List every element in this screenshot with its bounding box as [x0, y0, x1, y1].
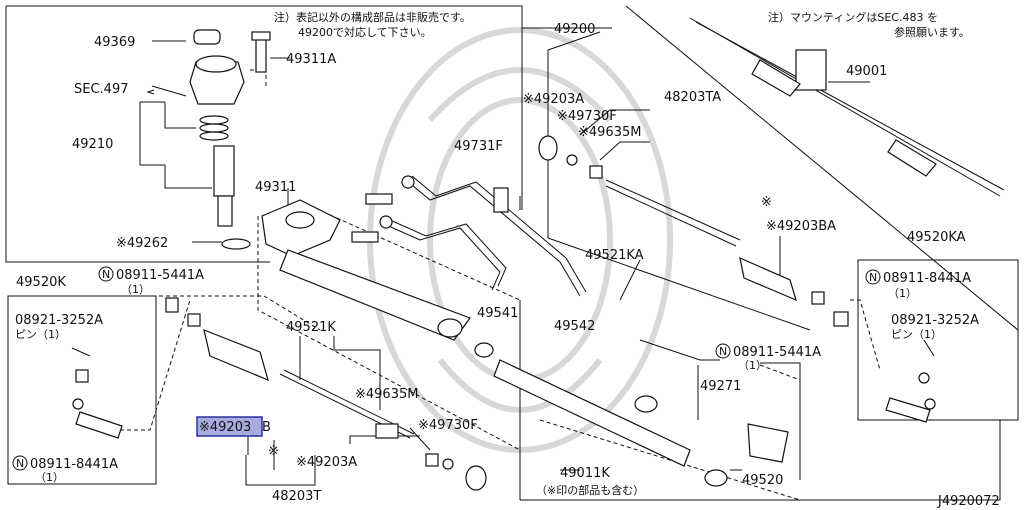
gear-housing — [261, 199, 471, 341]
feed-tubes — [351, 175, 587, 297]
label-49635m-bottom: ※49635M — [355, 387, 418, 402]
qty-08911-5441a-left: （1） — [121, 283, 150, 296]
label-49369: 49369 — [94, 35, 135, 50]
label-49271: 49271 — [700, 379, 741, 394]
label-49001: 49001 — [846, 64, 887, 79]
label-49731f: 49731F — [454, 139, 503, 154]
label-49730f-top: ※49730F — [557, 109, 617, 124]
diagram-code: J4920072 — [937, 494, 1000, 509]
note-top-center-1: 注）表記以外の構成部品は非販売です。 — [274, 10, 471, 24]
label-49203a-bottom: ※49203A — [296, 455, 357, 470]
lower-components — [165, 297, 789, 491]
qty-08911-8441a-left: （1） — [35, 471, 64, 484]
label-49521k: 49521K — [286, 320, 336, 335]
n-symbol-left-bottom: N — [16, 457, 24, 470]
asterisk-mid: ※ — [761, 195, 772, 210]
label-49262: ※49262 — [116, 236, 168, 251]
pinion-assembly — [146, 29, 271, 250]
label-08921-3252a-left: 08921-3252A — [15, 313, 103, 328]
label-49730f-bottom: ※49730F — [418, 418, 478, 433]
leader-lines — [139, 27, 870, 480]
left-tie-rod-end — [71, 347, 123, 439]
label-49203-highlighted: ※49203 — [199, 420, 251, 435]
n-symbols — [12, 266, 881, 471]
label-49210: 49210 — [72, 137, 113, 152]
label-49520: 49520 — [742, 473, 783, 488]
upper-tie-rod — [538, 135, 825, 305]
n-symbol-mid: N — [719, 345, 727, 358]
labels: 注）表記以外の構成部品は非販売です。 49200で対応して下さい。 注）マウンテ… — [15, 10, 1000, 509]
note-top-right-2: 参照願います。 — [894, 25, 970, 39]
note-bottom: （※印の部品も含む） — [536, 483, 644, 497]
note-top-center-2: 49200で対応して下さい。 — [298, 25, 432, 39]
label-sec497: SEC.497 — [74, 82, 129, 97]
label-49541: 49541 — [477, 306, 518, 321]
label-49200: 49200 — [554, 22, 595, 37]
rack-assembly — [689, 17, 1005, 197]
frame-lines — [5, 5, 1019, 501]
label-49542: 49542 — [554, 319, 595, 334]
label-49203b-suffix: B — [262, 420, 271, 435]
label-49520ka: 49520KA — [907, 230, 966, 245]
label-48203t: 48203T — [272, 489, 321, 504]
note-top-right-1: 注）マウンティングはSEC.483 を — [768, 10, 938, 24]
n-symbol-right: N — [869, 271, 877, 284]
right-tie-rod-end — [833, 311, 936, 423]
label-08911-8441a-left: 08911-8441A — [30, 457, 118, 472]
label-49011k: 49011K — [560, 466, 610, 481]
right-box-pin — [923, 339, 935, 357]
label-48203ta: 48203TA — [664, 90, 721, 105]
label-08911-8441a-right: 08911-8441A — [883, 271, 971, 286]
label-49203a-top: ※49203A — [523, 92, 584, 107]
label-08921-3252a-right: 08921-3252A — [891, 313, 979, 328]
label-49311: 49311 — [255, 180, 296, 195]
n-symbol-left-top: N — [102, 268, 110, 281]
label-pin-right: ピン（1） — [891, 328, 942, 341]
label-49520k: 49520K — [16, 275, 66, 290]
label-49203ba: ※49203BA — [766, 219, 836, 234]
label-08911-5441a-right: 08911-5441A — [733, 345, 821, 360]
label-08911-5441a-left: 08911-5441A — [116, 268, 204, 283]
label-49635m-top: ※49635M — [578, 125, 641, 140]
label-49311a: 49311A — [286, 52, 336, 67]
label-pin-left: ピン（1） — [15, 328, 66, 341]
qty-08911-5441a-right: （1） — [738, 359, 767, 372]
highlight-box — [196, 416, 263, 437]
asterisk-left: ※ — [268, 444, 279, 459]
label-49521ka: 49521KA — [585, 248, 644, 263]
qty-08911-8441a-right: （1） — [888, 287, 917, 300]
